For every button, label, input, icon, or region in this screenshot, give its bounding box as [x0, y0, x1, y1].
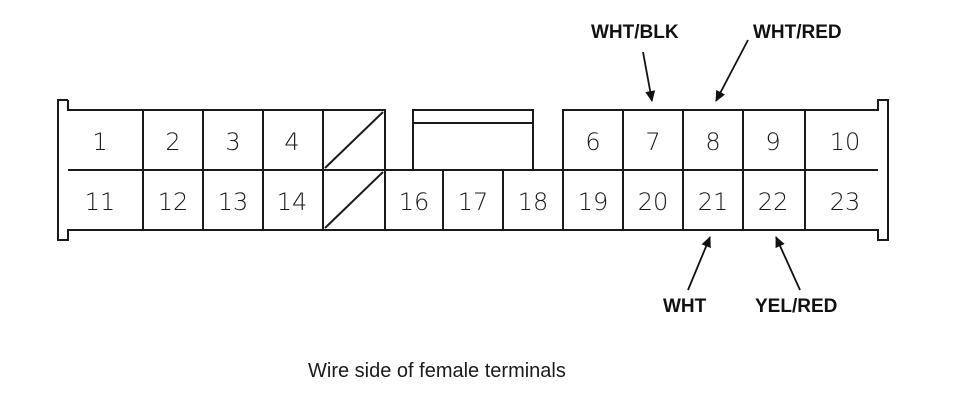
leader-arrow-pin22: [775, 236, 801, 291]
wire-label-pin8: WHT/RED: [753, 22, 842, 43]
pin-number: 19: [578, 188, 609, 216]
leader-arrow-pin21: [687, 236, 711, 291]
pin-number: 14: [277, 188, 308, 216]
leader-arrow-pin8: [715, 39, 749, 102]
pin-number: 12: [158, 188, 189, 216]
pin-number: 10: [830, 128, 861, 156]
pin-number: 17: [458, 188, 489, 216]
wire-label-pin21: WHT: [663, 296, 707, 317]
pin-number: 21: [698, 188, 729, 216]
connector-key-block: [412, 109, 534, 171]
pin-number: 18: [518, 188, 549, 216]
leader-arrow-pin7: [642, 51, 656, 102]
pin-number: 13: [218, 188, 249, 216]
pin-number: 1: [92, 128, 107, 156]
bottom-row-separators: [142, 170, 806, 230]
blocked-cavity-15: [324, 171, 384, 229]
top-row-separators: [142, 110, 806, 170]
pin-number: 4: [284, 128, 299, 156]
pin-number: 7: [645, 128, 660, 156]
connector-housing-outline: [57, 99, 889, 241]
pin-number: 22: [758, 188, 789, 216]
pin-number: 23: [830, 188, 861, 216]
blocked-cavity-5: [324, 111, 384, 169]
pin-number: 2: [165, 128, 180, 156]
diagram-caption: Wire side of female terminals: [308, 360, 566, 382]
wire-label-pin7: WHT/BLK: [591, 22, 679, 43]
bottom-row-pin-numbers: 11 12 13 14 16 17 18 19 20 21 22 23: [85, 188, 861, 216]
pin-number: 11: [85, 188, 116, 216]
top-row-pin-numbers: 1 2 3 4 6 7 8 9 10: [92, 128, 860, 156]
pin-number: 16: [399, 188, 430, 216]
pin-number: 3: [225, 128, 240, 156]
pin-number: 9: [765, 128, 780, 156]
wire-label-pin22: YEL/RED: [755, 296, 837, 317]
pin-number: 20: [638, 188, 669, 216]
pin-number: 6: [585, 128, 600, 156]
pin-number: 8: [705, 128, 720, 156]
